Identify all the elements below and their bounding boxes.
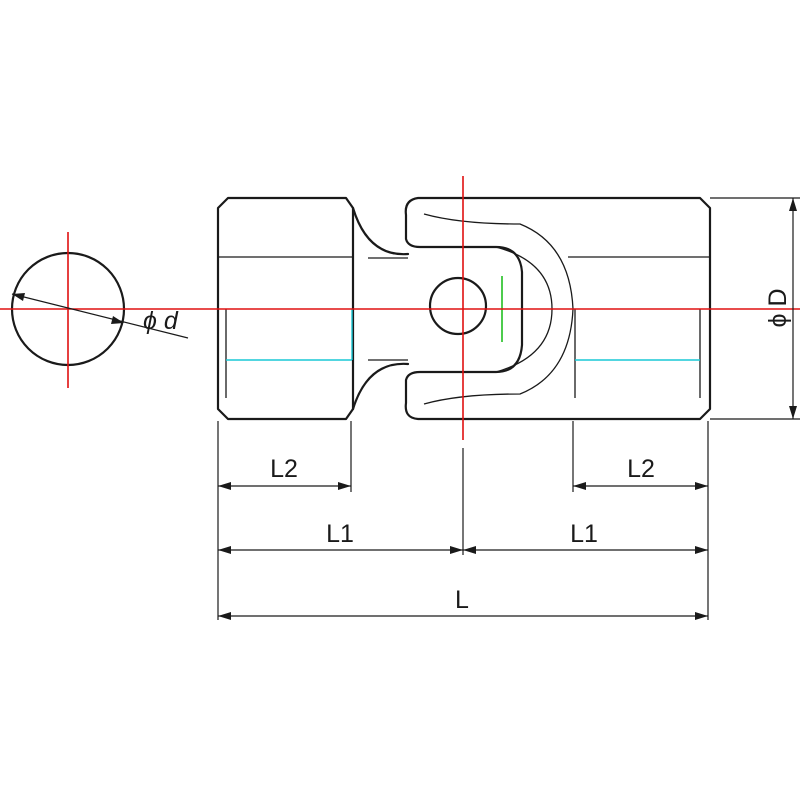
center-pin-circle xyxy=(428,276,488,336)
dim-l2-right: L2 xyxy=(573,455,708,490)
phi-D-arrow-top xyxy=(789,198,797,211)
phi-D-arrow-bottom xyxy=(789,406,797,419)
l2-right-label: L2 xyxy=(627,455,655,483)
left-neck xyxy=(351,206,410,411)
right-yoke-body xyxy=(404,196,712,421)
length-dimensions: L2 L2 L1 L1 L xyxy=(217,421,709,620)
l1-left-label: L1 xyxy=(326,520,354,548)
l1-right-label: L1 xyxy=(570,520,598,548)
dim-l-total: L xyxy=(218,586,708,620)
phi-d-leader xyxy=(11,293,189,339)
l-total-label: L xyxy=(455,586,469,614)
end-view: ϕ d xyxy=(0,232,200,388)
left-neck-top xyxy=(351,206,410,256)
l2-left-label: L2 xyxy=(270,455,298,483)
left-hub-body xyxy=(216,196,355,421)
left-neck-bottom xyxy=(351,362,410,411)
phi-d-arrow-left xyxy=(12,293,25,301)
dimension-phi-D: ϕ D xyxy=(710,197,800,420)
left-hub xyxy=(216,196,355,421)
dim-l1-right: L1 xyxy=(463,520,708,554)
joint-side-view xyxy=(200,176,800,440)
phi-d-arrow-right xyxy=(111,316,124,324)
dim-l2-left: L2 xyxy=(218,455,351,490)
phi-d-label: ϕ d xyxy=(143,307,179,335)
dim-l1-left: L1 xyxy=(218,520,463,554)
phi-D-label: ϕ D xyxy=(764,288,792,327)
